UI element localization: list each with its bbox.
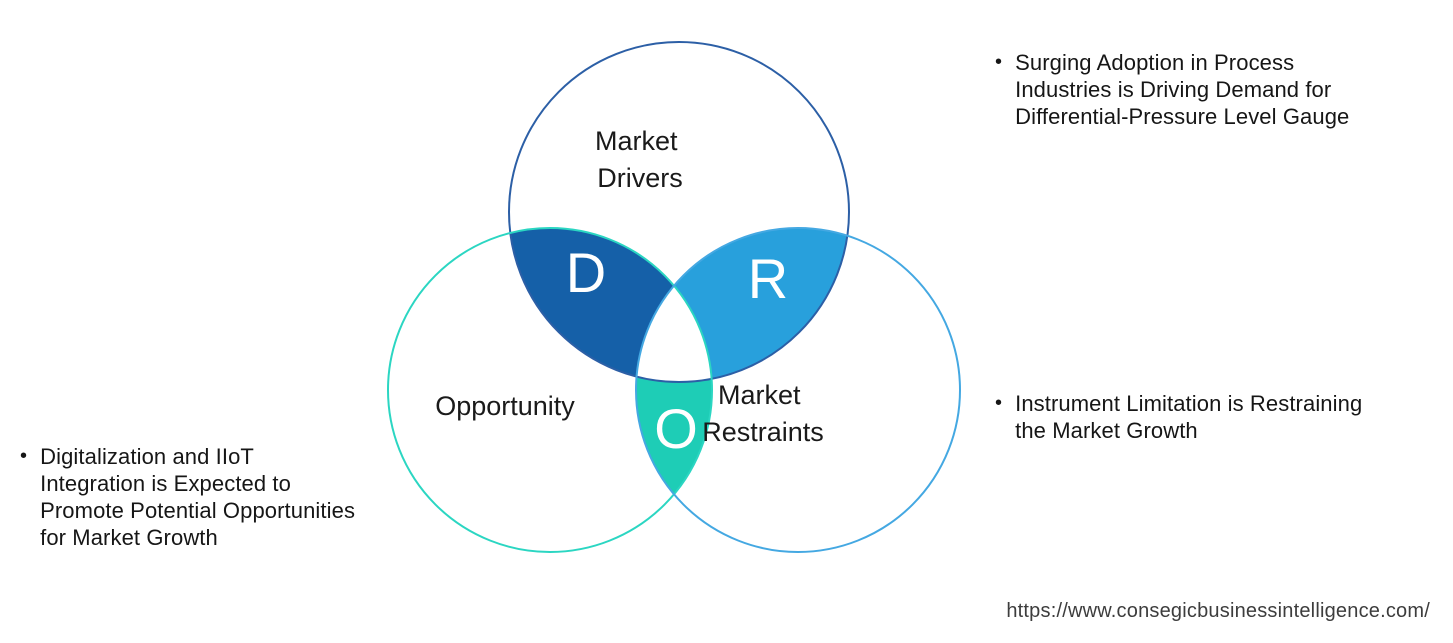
restraints-label-line1: Market bbox=[718, 380, 801, 410]
driver-bullet: • Surging Adoption in Process Industries… bbox=[995, 49, 1360, 130]
opportunity-circle-label: Opportunity bbox=[435, 391, 575, 421]
opportunity-bullet: • Digitalization and IIoT Integration is… bbox=[20, 443, 360, 551]
bullet-dot: • bbox=[995, 51, 1003, 73]
opportunity-circle-outline bbox=[387, 227, 713, 553]
restraint-bullet-text: Instrument Limitation is Restraining the… bbox=[1015, 391, 1363, 443]
restraints-circle-label: Market Restraints bbox=[702, 380, 824, 447]
source-url: https://www.consegicbusinessintelligence… bbox=[1006, 600, 1430, 622]
drivers-label-line1: Market bbox=[595, 126, 678, 156]
letter-o: O bbox=[654, 397, 698, 460]
drivers-restraints-intersection bbox=[636, 228, 849, 382]
drivers-opportunity-intersection bbox=[509, 228, 712, 382]
drivers-circle-outline bbox=[508, 41, 850, 383]
drivers-circle-label: Market Drivers bbox=[595, 126, 685, 193]
opportunity-bullet-text: Digitalization and IIoT Integration is E… bbox=[40, 444, 356, 550]
restraints-label-line2: Restraints bbox=[702, 417, 824, 447]
restraints-circle-outline bbox=[635, 227, 961, 553]
bullet-dot: • bbox=[995, 392, 1003, 414]
bullet-dot: • bbox=[20, 445, 28, 467]
drivers-label-line2: Drivers bbox=[597, 163, 683, 193]
restraint-bullet: • Instrument Limitation is Restraining t… bbox=[995, 390, 1375, 444]
letter-r: R bbox=[748, 247, 788, 310]
driver-bullet-text: Surging Adoption in Process Industries i… bbox=[1015, 50, 1350, 129]
letter-d: D bbox=[566, 241, 606, 304]
